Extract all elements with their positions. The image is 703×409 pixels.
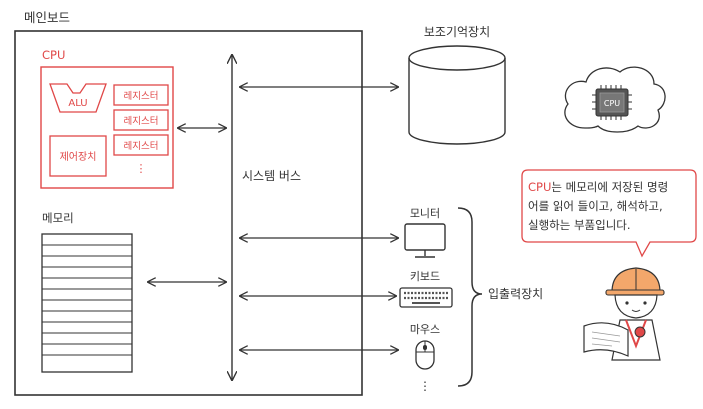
speech-bubble [521, 169, 697, 258]
cpu-chip-icon [592, 85, 632, 120]
speech-bubble-line: CPU는 메모리에 저장된 명령 [528, 178, 688, 197]
storage-cylinder-icon [408, 45, 506, 145]
speech-bubble-text: CPU는 메모리에 저장된 명령 어를 읽어 들이고, 해석하고, 실행하는 부… [528, 178, 688, 235]
secondary-storage-label: 보조기억장치 [424, 25, 490, 39]
speech-bubble-line2: 어를 읽어 들이고, 해석하고, [528, 199, 663, 213]
speech-bubble-highlight: CPU [528, 180, 552, 194]
mouse-icon [415, 340, 435, 370]
keyboard-label: 키보드 [410, 270, 440, 283]
control-unit-box [49, 135, 107, 177]
speech-bubble-line1: 는 메모리에 저장된 명령 [551, 180, 669, 194]
register-box [113, 84, 169, 106]
alu-label: ALU [68, 98, 87, 109]
monitor-label: 모니터 [410, 207, 440, 220]
register-ellipsis: ⋮ [136, 162, 147, 175]
mouse-label: 마우스 [410, 323, 440, 336]
cpu-box [40, 66, 174, 189]
io-ellipsis: ⋮ [419, 379, 431, 393]
io-group-label: 입출력장치 [488, 287, 543, 301]
alu-shape [49, 83, 107, 113]
keyboard-icon [399, 287, 453, 308]
monitor-icon [404, 223, 446, 258]
speech-bubble-line3: 실행하는 부품입니다. [528, 218, 631, 232]
register-box [113, 134, 169, 156]
mainboard-label: 메인보드 [24, 10, 70, 25]
mainboard-box [14, 30, 363, 396]
register-label: 레지스터 [124, 91, 159, 102]
system-bus-label: 시스템 버스 [242, 169, 301, 183]
register-label: 레지스터 [124, 141, 159, 152]
io-group-brace [457, 207, 483, 387]
memory-cells [41, 233, 133, 373]
cpu-chip-label: CPU [604, 99, 620, 108]
worker-character-icon [583, 267, 665, 361]
register-label: 레지스터 [124, 116, 159, 127]
memory-label: 메모리 [42, 211, 74, 225]
register-box [113, 109, 169, 131]
cpu-label: CPU [42, 48, 65, 62]
control-unit-label: 제어장치 [60, 151, 97, 163]
